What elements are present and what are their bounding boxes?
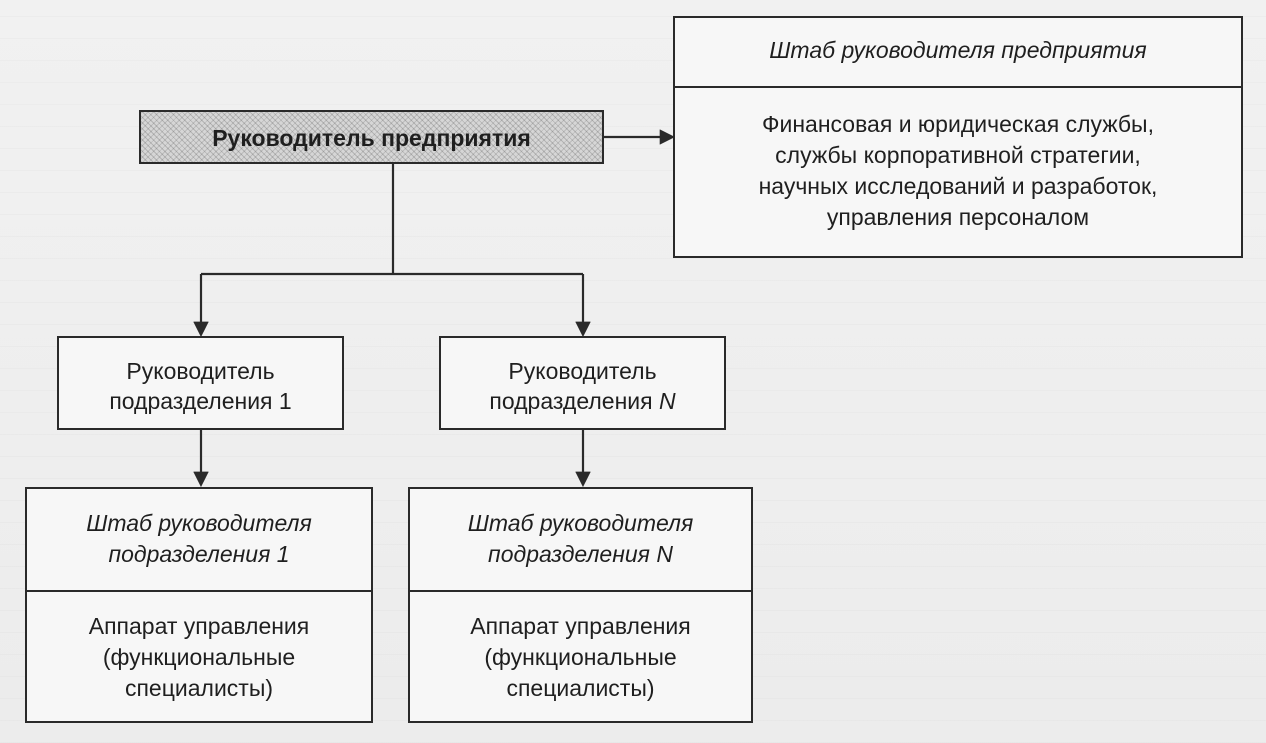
division-n-label-prefix: Руководитель подразделения bbox=[489, 358, 657, 414]
division-n-staff-divider bbox=[410, 590, 751, 592]
head-box: Руководитель предприятия bbox=[139, 110, 604, 164]
head-staff-title: Штаб руководителя предприятия bbox=[769, 37, 1147, 63]
head-staff-divider bbox=[675, 86, 1241, 88]
division-1-staff-body: Аппарат управления (функциональные специ… bbox=[88, 613, 310, 701]
head-staff-box: Штаб руководителя предприятия Финансовая… bbox=[673, 16, 1243, 258]
division-1-staff-title: Штаб руководителя подразделения 1 bbox=[86, 510, 312, 567]
division-1-staff-divider bbox=[27, 590, 371, 592]
head-staff-body: Финансовая и юридическая службы, службы … bbox=[758, 111, 1158, 230]
division-n-label: Руководитель подразделения N bbox=[441, 356, 724, 416]
division-n-staff-title: Штаб руководителя подразделения N bbox=[467, 510, 694, 567]
division-1-label: Руководитель подразделения 1 bbox=[109, 358, 292, 414]
division-n-staff-body: Аппарат управления (функциональные специ… bbox=[470, 613, 691, 701]
division-1-staff-box: Штаб руководителя подразделения 1 Аппара… bbox=[25, 487, 373, 723]
division-n-box: Руководитель подразделения N bbox=[439, 336, 726, 430]
division-1-box: Руководитель подразделения 1 bbox=[57, 336, 344, 430]
division-n-label-var: N bbox=[658, 388, 676, 414]
head-label: Руководитель предприятия bbox=[212, 125, 531, 151]
division-n-staff-box: Штаб руководителя подразделения N Аппара… bbox=[408, 487, 753, 723]
